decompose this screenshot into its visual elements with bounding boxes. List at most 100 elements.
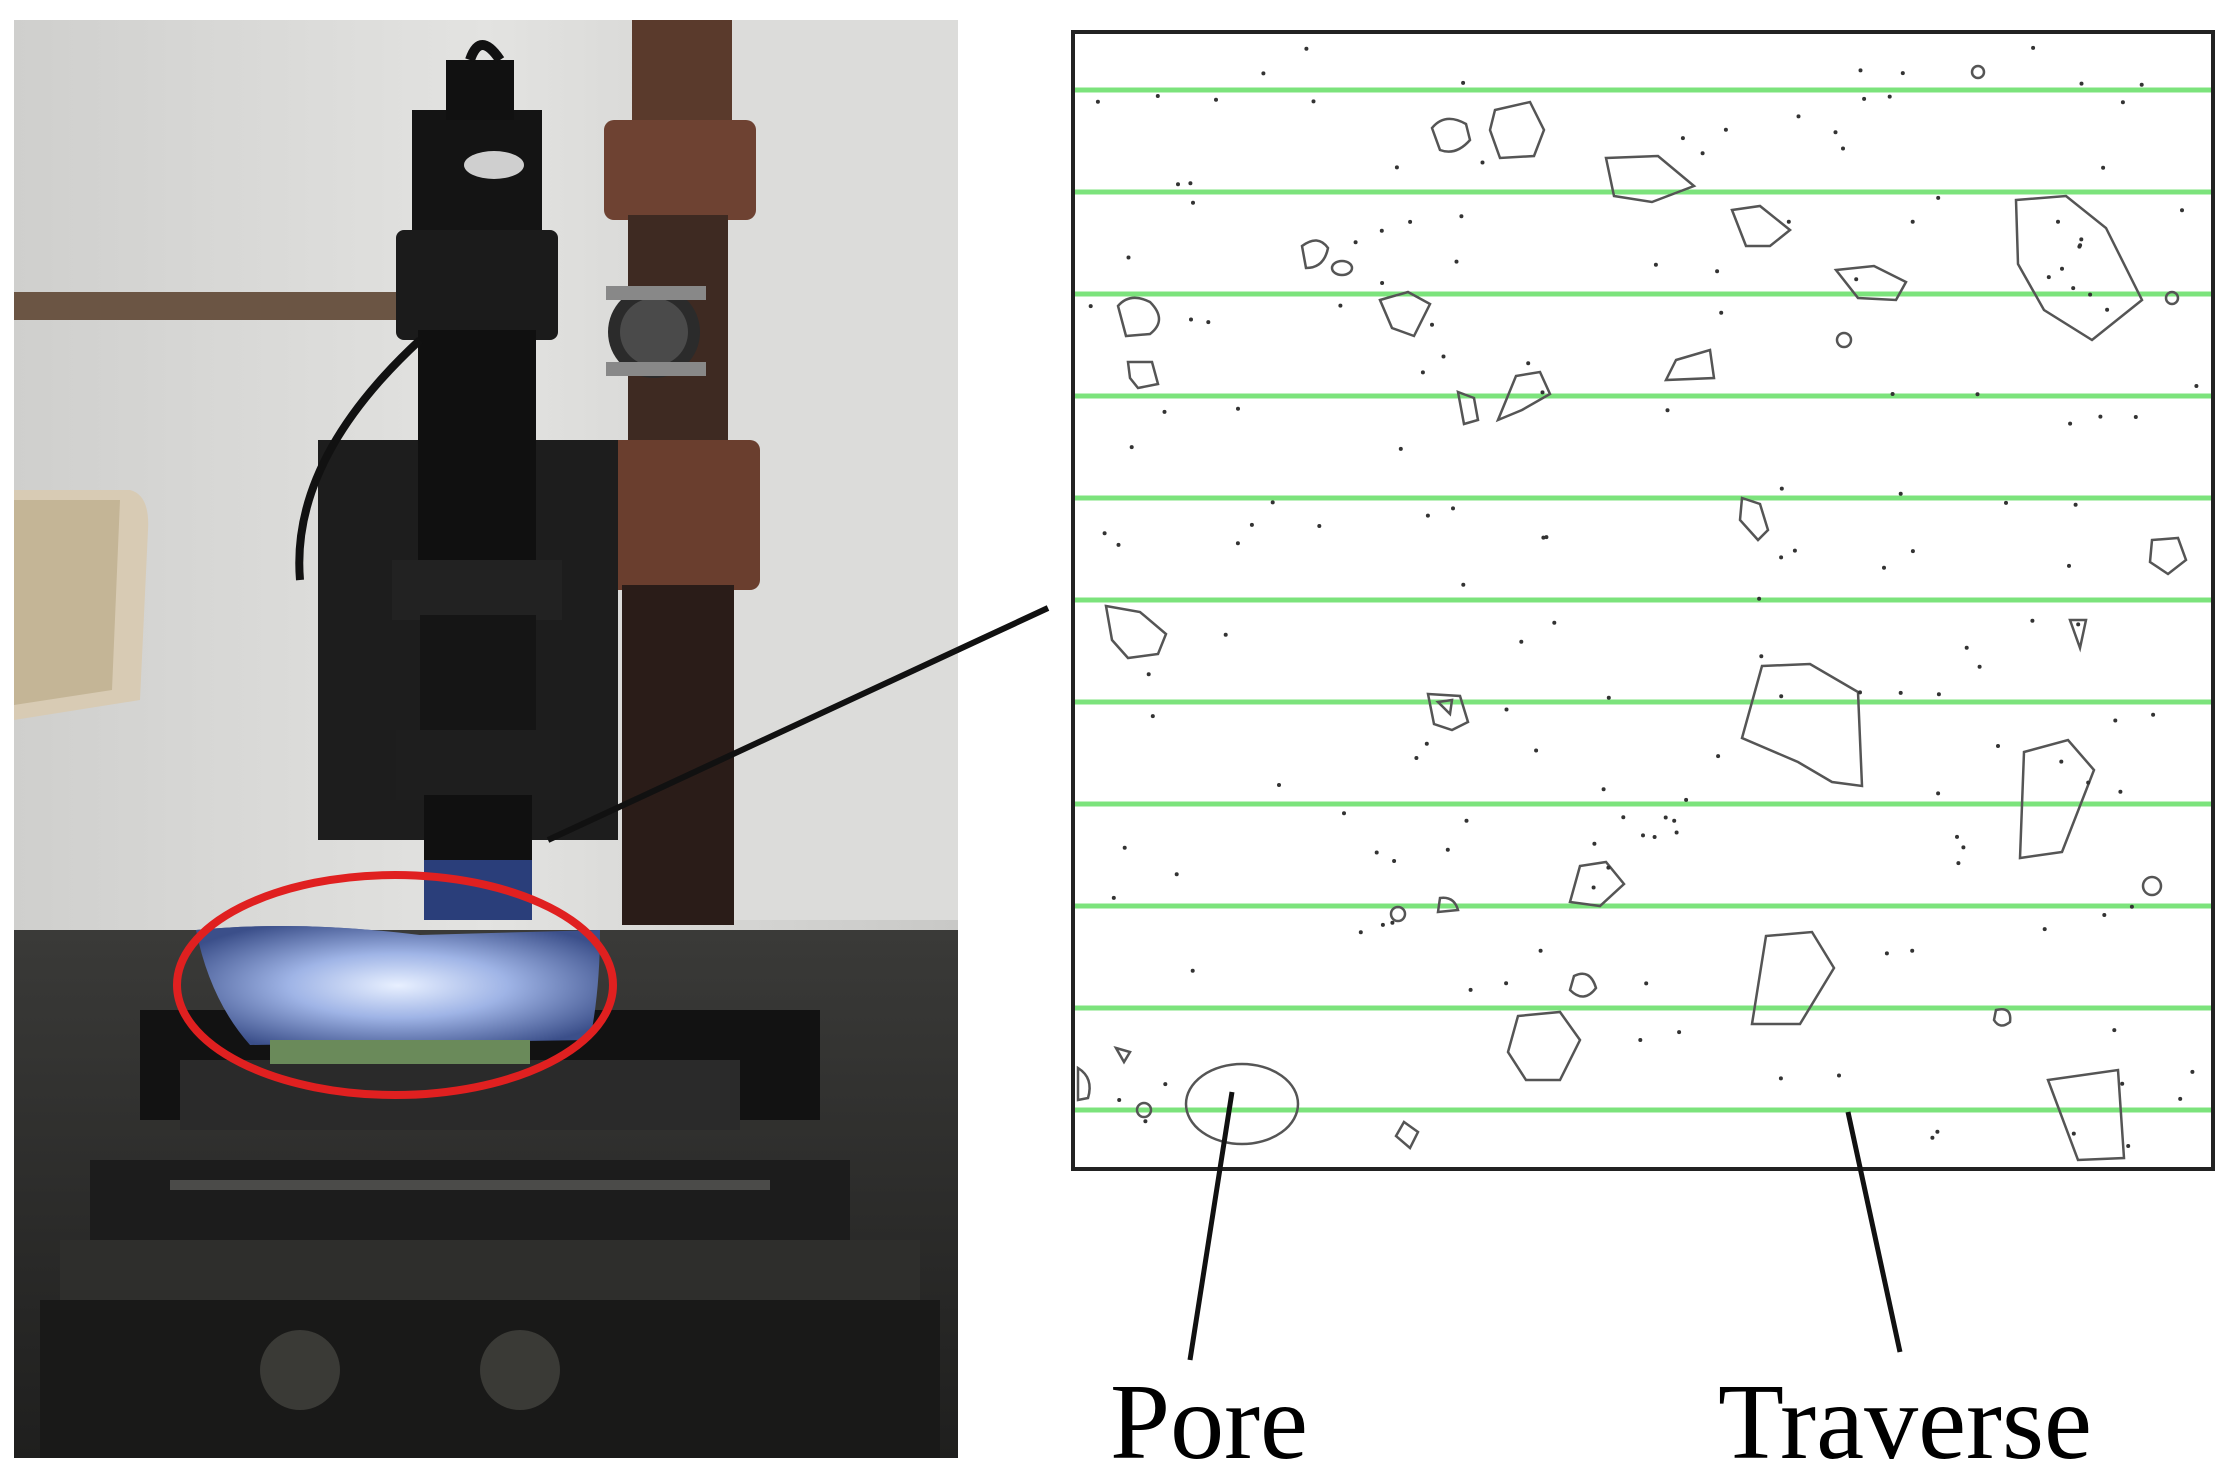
speckle-dot — [1430, 322, 1434, 327]
speckle-dot — [1374, 850, 1379, 855]
speckle-dot — [1935, 1129, 1940, 1134]
traverse-diagram — [1071, 30, 2215, 1361]
traverse-pointer-line — [1845, 1111, 1903, 1353]
speckle-dot — [1143, 1119, 1148, 1124]
speckle-dot — [1956, 861, 1961, 866]
speckle-dot — [2060, 266, 2064, 271]
speckle-dot — [1174, 872, 1179, 877]
pore — [1330, 259, 1354, 277]
pore — [1426, 692, 1470, 732]
speckle-dot — [1719, 310, 1724, 315]
speckle-dot — [1111, 895, 1116, 900]
pore — [1076, 1065, 1091, 1102]
speckle-dot — [1961, 845, 1966, 850]
speckle-dot — [2098, 414, 2103, 419]
pore — [1184, 1062, 1300, 1146]
speckle-dot — [1792, 548, 1797, 553]
speckle-dot — [1150, 714, 1155, 719]
pore — [2014, 194, 2144, 342]
speckle-dot — [1424, 741, 1429, 746]
speckle-dot — [1445, 847, 1450, 852]
speckle-dot — [2046, 275, 2051, 280]
speckle-dot — [1841, 146, 1845, 151]
speckle-dot — [2073, 502, 2078, 507]
speckle-dot — [2030, 618, 2035, 623]
speckle-dot — [1380, 922, 1385, 927]
speckle-dot — [2105, 307, 2110, 312]
speckle-dot — [1890, 392, 1895, 396]
speckle-dot — [2004, 500, 2008, 505]
speckle-dot — [1757, 596, 1762, 601]
speckle-dot — [1592, 841, 1597, 846]
speckle-dot — [2129, 904, 2134, 909]
speckle-dot — [1126, 255, 1131, 260]
speckle-dot — [1088, 304, 1093, 309]
pore — [1300, 239, 1330, 270]
pore — [1992, 1008, 2012, 1027]
speckle-dot — [1353, 240, 1358, 245]
pore — [1436, 896, 1460, 914]
speckle-dot — [1837, 1073, 1841, 1078]
speckle-dot — [1955, 834, 1959, 839]
speckle-dot — [2133, 415, 2138, 419]
speckle-dot — [1304, 46, 1309, 51]
pore — [1104, 604, 1168, 660]
speckle-dot — [2113, 718, 2118, 723]
speckle-dot — [1759, 654, 1764, 659]
speckle-dot — [1117, 1098, 1122, 1102]
speckle-dot — [2071, 286, 2076, 291]
speckle-dot — [1541, 535, 1546, 540]
speckle-dot — [1155, 94, 1160, 98]
speckle-dot — [1606, 865, 1611, 870]
speckle-dot — [1900, 71, 1905, 76]
speckle-dot — [1684, 797, 1689, 802]
speckle-dot — [1653, 262, 1658, 267]
speckle-dot — [2056, 219, 2060, 224]
speckle-dot — [1936, 692, 1941, 697]
speckle-dot — [1191, 200, 1195, 205]
speckle-dot — [1504, 981, 1509, 986]
pore — [1435, 698, 1454, 717]
pore — [2148, 536, 2188, 576]
speckle-dot — [2194, 384, 2199, 388]
speckle-dot — [1454, 259, 1459, 264]
speckle-dot — [1162, 409, 1167, 414]
speckle-dot — [1663, 815, 1668, 820]
speckle-dot — [1534, 748, 1539, 753]
speckle-dot — [1538, 948, 1543, 953]
pore — [2164, 290, 2180, 306]
pore — [1970, 64, 1986, 80]
pore — [1663, 348, 1716, 382]
speckle-dot — [1504, 707, 1509, 712]
speckle-dot — [1338, 303, 1343, 308]
speckle-dot — [1277, 783, 1281, 787]
speckle-dot — [1910, 948, 1915, 953]
speckle-dot — [1910, 549, 1915, 554]
speckle-dot — [2071, 1131, 2076, 1136]
speckle-dot — [2112, 1028, 2117, 1033]
speckle-dot — [1936, 791, 1941, 796]
speckle-dot — [1190, 968, 1195, 973]
speckle-dot — [1677, 1030, 1682, 1035]
speckle-dot — [1223, 632, 1228, 637]
speckle-dot — [1665, 408, 1670, 413]
pore-label: Pore — [1110, 1363, 1308, 1475]
speckle-dot — [1796, 114, 1801, 119]
speckle-dot — [1882, 565, 1886, 570]
speckle-dot — [1975, 392, 1980, 397]
pore — [1113, 1045, 1132, 1065]
speckle-dot — [1936, 195, 1941, 200]
speckle-dot — [1858, 68, 1863, 73]
speckle-dot — [2180, 208, 2184, 213]
speckle-dot — [1206, 320, 1211, 325]
pore — [1730, 204, 1793, 248]
speckle-dot — [1342, 811, 1346, 816]
speckle-dot — [2059, 759, 2064, 764]
pore — [2068, 618, 2088, 653]
speckle-dot — [1380, 281, 1385, 285]
speckle-dot — [1674, 830, 1679, 835]
pore — [1430, 117, 1472, 153]
pore — [1604, 154, 1697, 204]
pore-pointer-line — [1187, 1091, 1235, 1361]
speckle-dot — [1249, 522, 1254, 527]
